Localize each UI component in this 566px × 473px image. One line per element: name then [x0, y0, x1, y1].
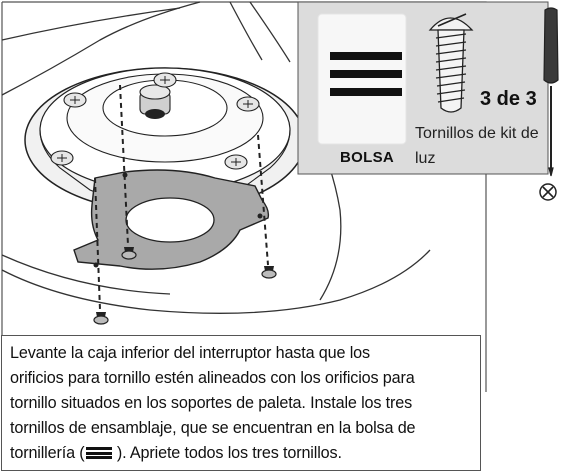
switch-housing: [24, 67, 306, 213]
switch-cup-plate: [73, 169, 270, 270]
instruction-line-5b: ). Apriete todos los tres tornillos.: [112, 444, 342, 462]
screw-guides: [94, 84, 269, 311]
bag-label: BOLSA: [340, 149, 394, 166]
screw-icon: [428, 13, 474, 113]
screw-count: 3 de 3: [480, 88, 537, 110]
screw-type-label: Tornillos de kit de luz: [415, 125, 539, 167]
assembly-screw: [261, 266, 277, 279]
instruction-line-4: tornillos de ensamblaje, que se encuentr…: [10, 419, 416, 437]
assembly-screw: [93, 312, 109, 325]
instruction-line-1: Levante la caja inferior del interruptor…: [10, 344, 370, 362]
fan-housing: [1, 1, 431, 314]
three-horizontal-bars-icon: [330, 52, 402, 96]
phillips-head-icon: [539, 183, 557, 201]
instruction-line-5a: tornillería (: [10, 444, 85, 462]
phillips-screwdriver-icon: [543, 7, 559, 177]
instruction-line-2: orificios para tornillo estén alineados …: [10, 369, 415, 387]
bag-symbol-icon: [85, 447, 112, 459]
instruction-line-3: tornillo situados en los soportes de pal…: [10, 394, 413, 412]
parts-kit-panel: [297, 1, 549, 175]
instruction-text: Levante la caja inferior del interruptor…: [1, 335, 481, 471]
assembly-screw: [121, 247, 137, 260]
